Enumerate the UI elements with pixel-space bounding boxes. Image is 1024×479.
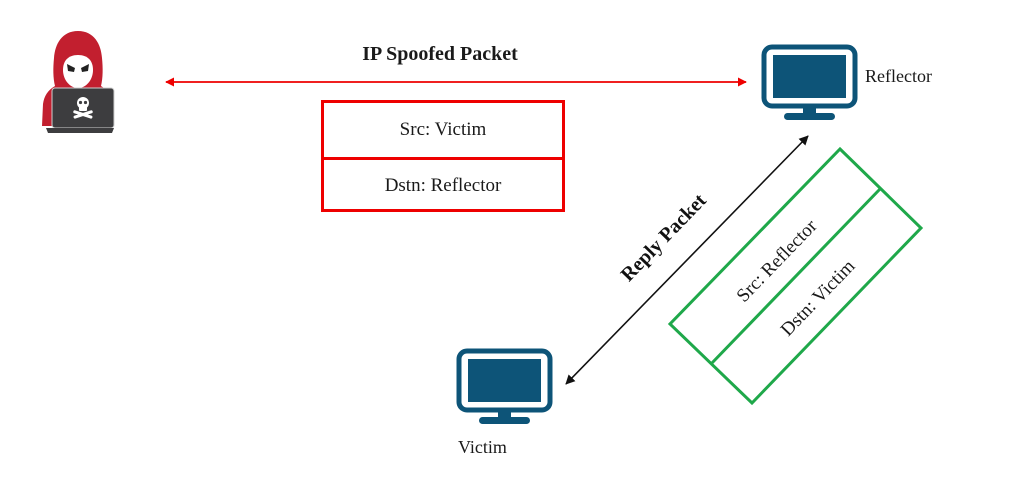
spoofed-packet-box: Src: Victim Dstn: Reflector [321,100,565,212]
spoofed-dstn-field: Dstn: Reflector [384,175,502,196]
reply-packet-arrow [565,135,809,385]
reply-dstn-field: Dstn: Victim [777,256,860,341]
hacker-icon [42,31,115,133]
victim-label: Victim [458,437,507,457]
reflector-monitor-icon [761,44,858,120]
spoofed-src-field: Src: Victim [399,119,487,140]
reply-packet-title: Reply Packet [617,189,711,286]
reply-packet-box [667,146,924,406]
reflector-label: Reflector [865,66,932,86]
spoofed-box-divider [324,157,562,160]
victim-monitor-icon [456,348,553,424]
spoofed-packet-title: IP Spoofed Packet [362,43,518,65]
